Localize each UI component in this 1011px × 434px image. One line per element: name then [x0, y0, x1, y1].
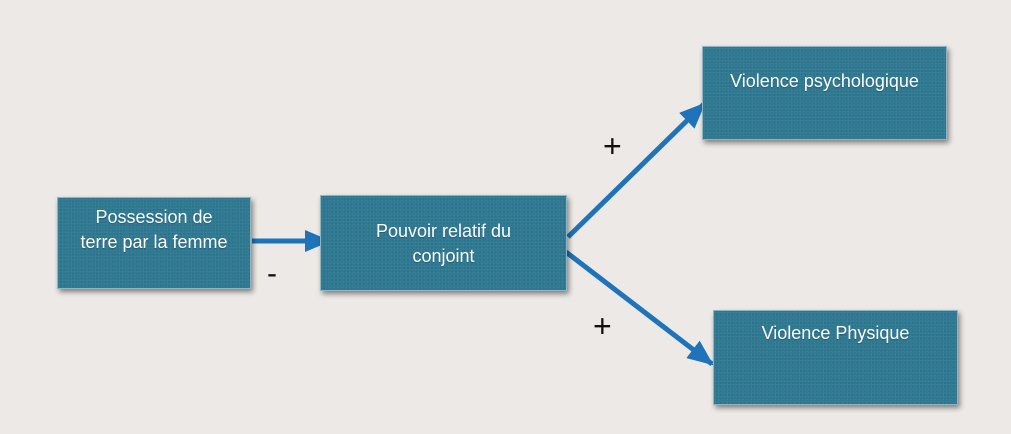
node-possession-line2: terre par la femme — [80, 232, 228, 252]
node-pouvoir-relatif: Pouvoir relatif du conjoint — [320, 195, 567, 291]
edge-sign-negative: - — [267, 257, 277, 290]
node-psychologique-label: Violence psychologique — [730, 71, 919, 91]
node-violence-psychologique: Violence psychologique — [702, 46, 947, 140]
node-physique-label: Violence Physique — [761, 323, 910, 343]
node-possession-line1: Possession de — [95, 207, 213, 227]
edge-sign-positive-psychologique: + — [603, 128, 622, 164]
arrow-pouvoir-to-psychologique — [566, 102, 706, 239]
node-violence-physique: Violence Physique — [713, 310, 958, 405]
node-possession-terre: Possession de terre par la femme — [57, 197, 251, 289]
node-pouvoir-line1: Pouvoir relatif du — [375, 221, 512, 241]
edge-sign-positive-physique: + — [593, 308, 612, 344]
node-pouvoir-line2: conjoint — [412, 246, 475, 266]
arrow-pouvoir-to-physique — [564, 250, 714, 366]
